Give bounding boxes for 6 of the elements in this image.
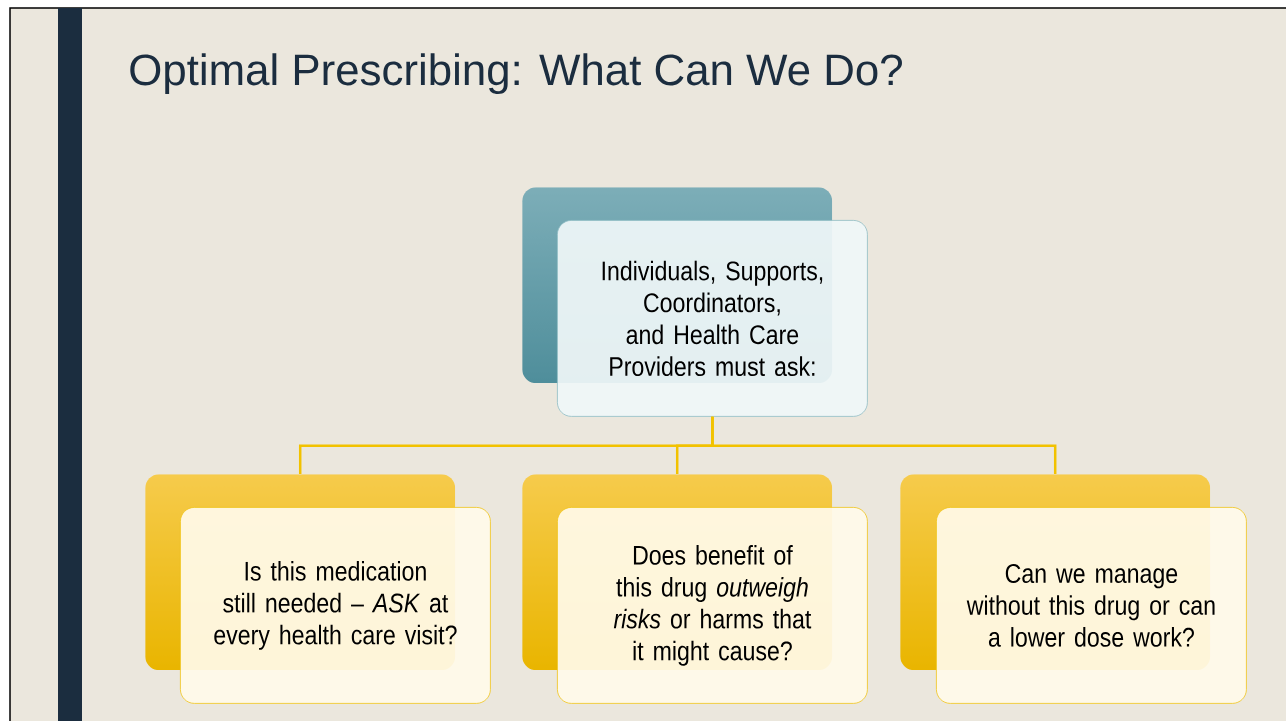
title: Optimal Prescribing: What Can We Do? — [130, 53, 902, 95]
card: Can we manage without this drug or can a lower dose work? — [936, 507, 1247, 704]
card: Is this medication still needed – ASK at every health care visit? — [180, 507, 491, 704]
card: Individuals, Supports, Coordinators, and Health Care Providers must ask: — [557, 220, 868, 417]
connector — [711, 416, 1057, 474]
card: Does benefit of this drug outweigh risks or harms that it might cause? — [557, 507, 868, 704]
